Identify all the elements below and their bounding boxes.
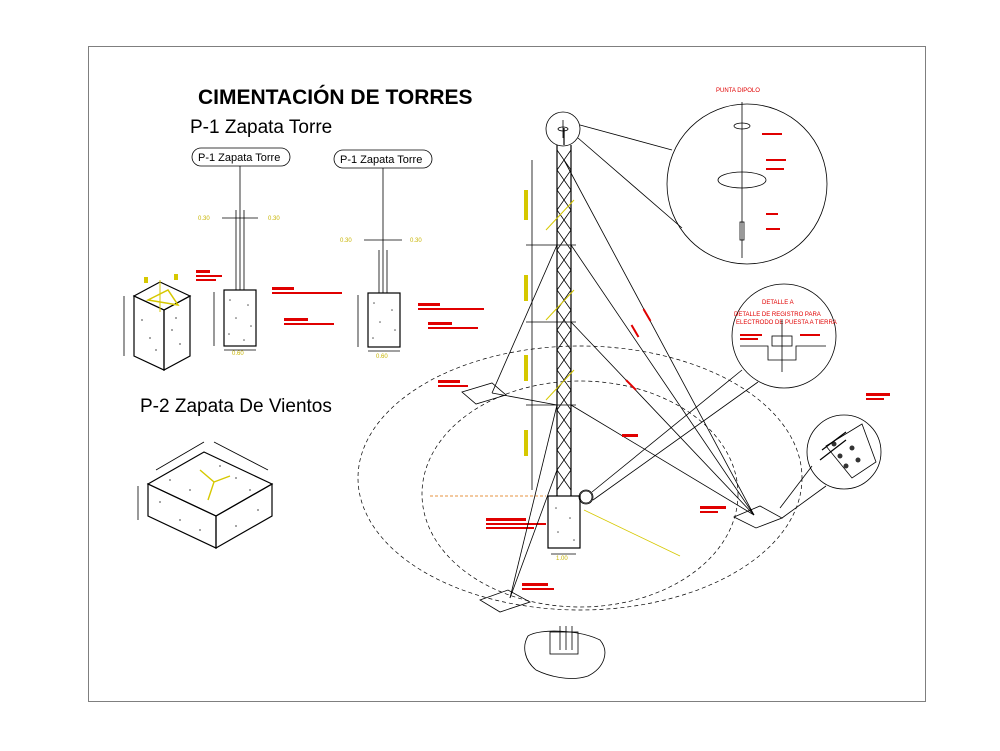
drawing-title: CIMENTACIÓN DE TORRES bbox=[198, 85, 473, 109]
footing-isometric-p1 bbox=[123, 270, 222, 372]
dim-left-width: 0.60 bbox=[232, 351, 244, 357]
dim-right-a: 0.30 bbox=[340, 238, 352, 244]
tag-left-label: P-1 Zapata Torre bbox=[198, 152, 280, 164]
lattice-tower: 1.00 bbox=[430, 128, 681, 562]
guy-wires bbox=[438, 159, 783, 613]
section2-title: P-2 Zapata De Vientos bbox=[140, 396, 332, 417]
detail-a-sub2: ELECTRODO DE PUESTA A TIERRA bbox=[736, 320, 837, 326]
dim-left-b: 0.30 bbox=[268, 216, 280, 222]
footing-elevation-right: P-1 Zapata Torre 0.30 0.30 0.60 bbox=[333, 149, 484, 360]
detail-dipolo: PUNTA DIPOLO bbox=[545, 88, 828, 265]
tag-right-label: P-1 Zapata Torre bbox=[340, 154, 422, 166]
drawing-sheet-border bbox=[88, 46, 926, 702]
dipolo-label: PUNTA DIPOLO bbox=[716, 88, 760, 94]
guy-radius-outer bbox=[357, 345, 803, 611]
guy-radius-inner bbox=[421, 380, 739, 608]
footing-isometric-p2 bbox=[137, 441, 274, 550]
soil-section bbox=[524, 626, 606, 679]
tag-bubble-left bbox=[191, 147, 291, 167]
detail-anchor bbox=[779, 393, 890, 519]
dim-right-b: 0.30 bbox=[410, 238, 422, 244]
dim-left-a: 0.30 bbox=[198, 216, 210, 222]
detail-a-sub1: DETALLE DE REGISTRO PARA bbox=[734, 312, 821, 318]
dim-right-width: 0.60 bbox=[376, 354, 388, 360]
footing-elevation-left: P-1 Zapata Torre 0.30 0.30 0.60 bbox=[191, 147, 342, 357]
dim-tower-base: 1.00 bbox=[556, 556, 568, 562]
detail-a: DETALLE A DETALLE DE REGISTRO PARA ELECT… bbox=[578, 283, 837, 505]
section1-title: P-1 Zapata Torre bbox=[190, 117, 332, 138]
detail-a-title: DETALLE A bbox=[762, 300, 794, 306]
